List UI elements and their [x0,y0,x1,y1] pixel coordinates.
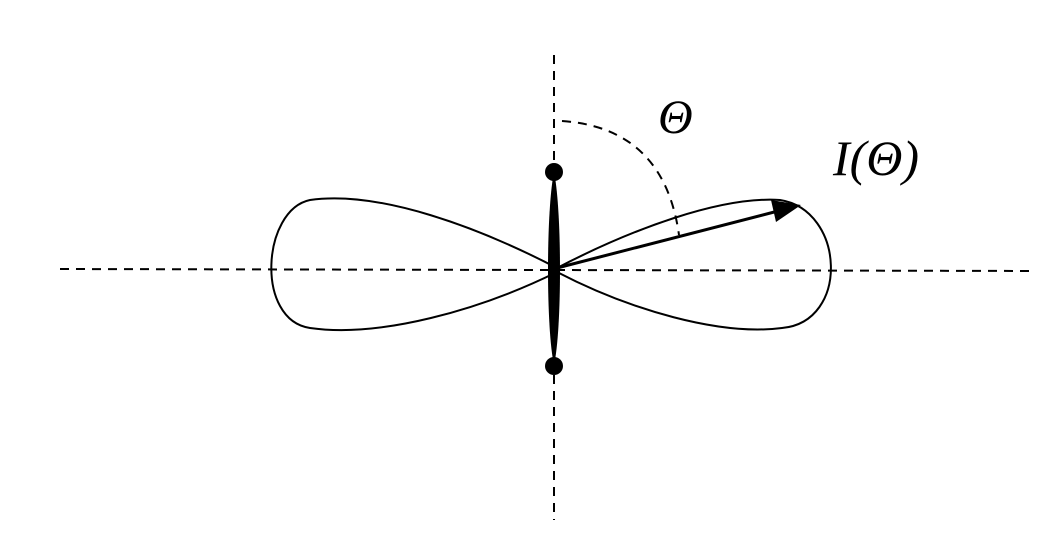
intensity-vector-shaft [556,208,783,270]
horizontal-axis [59,268,1036,272]
intensity-vector-arrowhead [771,200,801,222]
dipole-bottom-terminal [545,357,563,375]
dipole-rod [548,172,560,365]
angle-label: Θ [658,91,693,144]
right-radiation-lobe [556,198,832,331]
intensity-label: I(Θ) [832,130,919,186]
dipole-top-terminal [545,163,563,181]
left-radiation-lobe [270,197,558,331]
angle-arc [561,120,680,236]
